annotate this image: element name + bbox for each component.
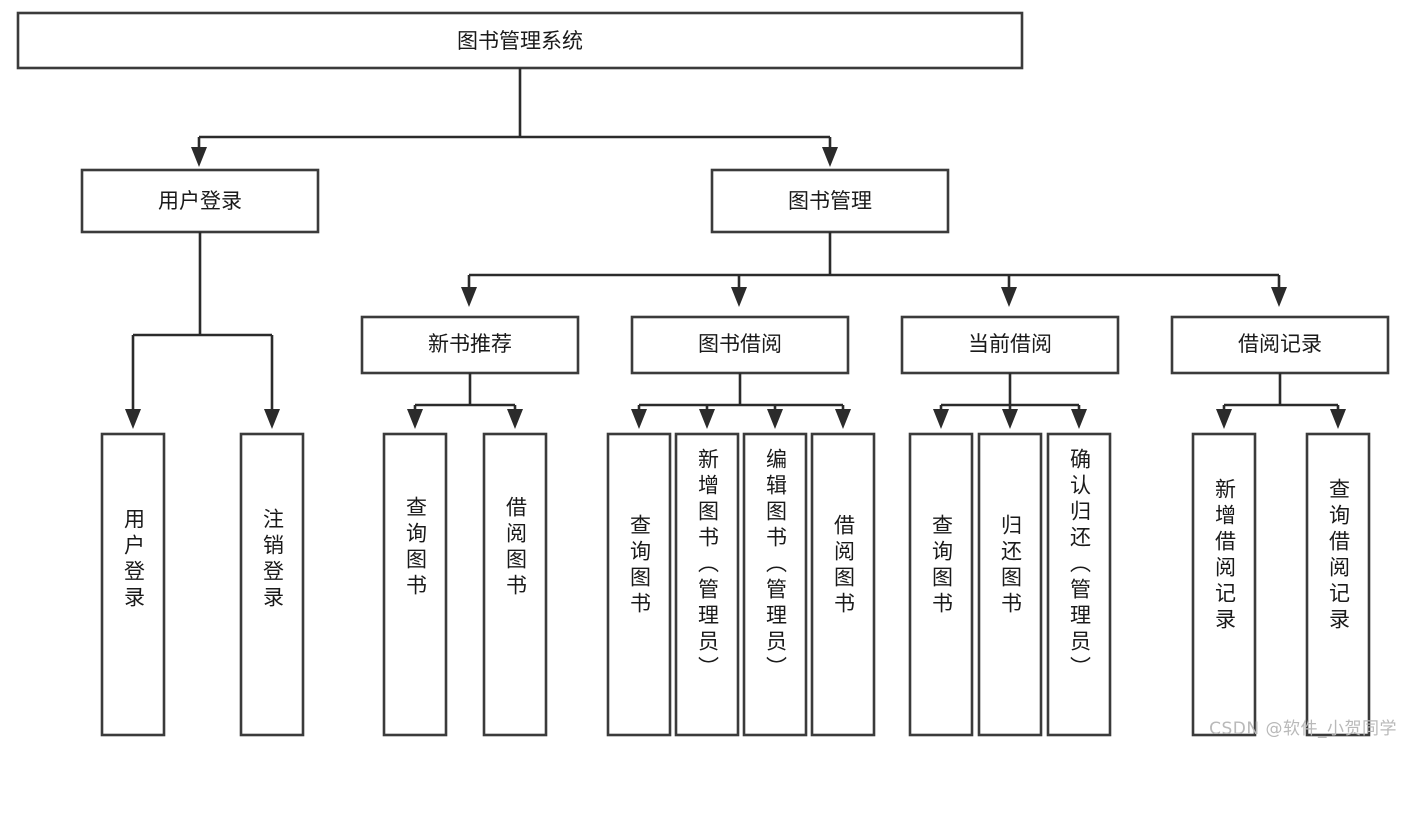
arrow-to-leaf-user-login-1 (264, 409, 280, 429)
leaf-user-login-0-box[interactable] (100, 432, 166, 737)
arrow-to-leaf-bb-1 (699, 409, 715, 429)
arrow-to-book-borrow (731, 287, 747, 307)
arrow-to-leaf-br-1 (1330, 409, 1346, 429)
leaf-borrow-record-1-box[interactable] (1305, 432, 1371, 737)
node-user-login-label: 用户登录 (158, 189, 242, 213)
leaf-current-borrow-0-box[interactable] (908, 432, 974, 737)
arrow-to-leaf-nbr-1 (507, 409, 523, 429)
arrow-to-user-login (191, 147, 207, 167)
node-book-manage-label: 图书管理 (788, 189, 872, 213)
arrow-to-book-manage (822, 147, 838, 167)
arrow-to-borrow-record (1271, 287, 1287, 307)
node-book-manage-box[interactable] (710, 168, 950, 234)
arrow-to-leaf-cb-0 (933, 409, 949, 429)
node-root-label: 图书管理系统 (457, 29, 583, 53)
leaf-new-book-recommend-0-box[interactable] (382, 432, 448, 737)
leaf-book-borrow-2-box[interactable] (742, 432, 808, 737)
arrow-to-leaf-nbr-0 (407, 409, 423, 429)
node-root-box[interactable] (16, 11, 1024, 70)
diagram-canvas: 图书管理系统 用户登录 图书管理 新书推荐 (16, 11, 1390, 737)
leaf-new-book-recommend-1-box[interactable] (482, 432, 548, 737)
leaf-borrow-record-0-box[interactable] (1191, 432, 1257, 737)
leaf-book-borrow-1-box[interactable] (674, 432, 740, 737)
leaf-user-login-1-box[interactable] (239, 432, 305, 737)
node-borrow-record-box[interactable] (1170, 315, 1390, 375)
csdn-watermark: CSDN @软件_小贺同学 (1209, 719, 1397, 739)
node-new-book-recommend-box[interactable] (360, 315, 580, 375)
arrow-to-leaf-cb-1 (1002, 409, 1018, 429)
leaf-book-borrow-0-box[interactable] (606, 432, 672, 737)
node-new-book-recommend-label: 新书推荐 (428, 332, 512, 356)
node-borrow-record-label: 借阅记录 (1238, 332, 1322, 356)
arrow-to-leaf-br-0 (1216, 409, 1232, 429)
arrow-to-leaf-bb-3 (835, 409, 851, 429)
leaf-book-borrow-3-box[interactable] (810, 432, 876, 737)
system-function-tree-diagram: 图书管理系统 用户登录 图书管理 新书推荐 (16, 11, 1397, 739)
leaf-current-borrow-2-box[interactable] (1046, 432, 1112, 737)
arrow-to-new-book-recommend (461, 287, 477, 307)
node-book-borrow-box[interactable] (630, 315, 850, 375)
node-current-borrow-label: 当前借阅 (968, 332, 1052, 356)
node-current-borrow-box[interactable] (900, 315, 1120, 375)
node-book-borrow-label: 图书借阅 (698, 332, 782, 356)
arrow-to-leaf-bb-0 (631, 409, 647, 429)
arrow-to-leaf-bb-2 (767, 409, 783, 429)
leaf-current-borrow-1-box[interactable] (977, 432, 1043, 737)
arrow-to-leaf-user-login-0 (125, 409, 141, 429)
arrow-to-current-borrow (1001, 287, 1017, 307)
arrow-to-leaf-cb-2 (1071, 409, 1087, 429)
